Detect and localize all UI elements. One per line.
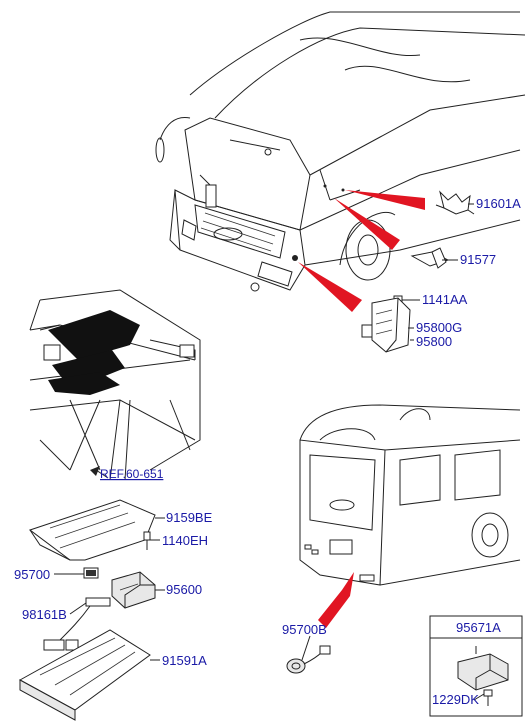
label-98161B: 98161B bbox=[22, 607, 67, 622]
connector-98161B-drawing bbox=[43, 597, 111, 651]
bolt-1140EH-drawing bbox=[143, 531, 151, 550]
label-1141AA: 1141AA bbox=[422, 292, 468, 307]
unit-95600-drawing bbox=[111, 571, 156, 609]
box-95671A bbox=[429, 615, 523, 717]
leader-lines bbox=[54, 203, 485, 701]
cover-9159BE-drawing bbox=[28, 499, 156, 561]
label-91577: 91577 bbox=[460, 252, 496, 267]
switch-95700-drawing bbox=[83, 567, 99, 579]
module-95800-drawing bbox=[361, 297, 411, 353]
ref-label[interactable]: REF.60-651 bbox=[100, 467, 164, 481]
bus-rear-view bbox=[299, 404, 521, 586]
label-95800G: 95800G bbox=[416, 320, 462, 335]
leader-arrow bbox=[345, 190, 425, 210]
cover-91591A-drawing bbox=[18, 629, 151, 721]
label-95700B: 95700B bbox=[282, 622, 327, 637]
label-1140EH: 1140EH bbox=[162, 533, 208, 548]
label-1229DK: 1229DK bbox=[432, 692, 479, 707]
sensor-95700B-drawing bbox=[286, 645, 331, 674]
label-91601A: 91601A bbox=[476, 196, 521, 211]
bracket-91577-drawing bbox=[410, 247, 450, 269]
leader-arrow bbox=[318, 572, 354, 628]
leader-arrow bbox=[298, 262, 362, 312]
label-95700: 95700 bbox=[14, 567, 50, 582]
label-95671A: 95671A bbox=[456, 620, 501, 635]
clip-91601A-drawing bbox=[435, 190, 475, 215]
bus-front-view bbox=[155, 11, 526, 292]
label-95600: 95600 bbox=[166, 582, 202, 597]
label-9159BE: 9159BE bbox=[166, 510, 213, 525]
label-95800: 95800 bbox=[416, 334, 452, 349]
floor-frame-view bbox=[29, 289, 201, 481]
leader-arrow bbox=[334, 198, 400, 250]
ref-arrow bbox=[90, 466, 100, 476]
label-91591A: 91591A bbox=[162, 653, 207, 668]
